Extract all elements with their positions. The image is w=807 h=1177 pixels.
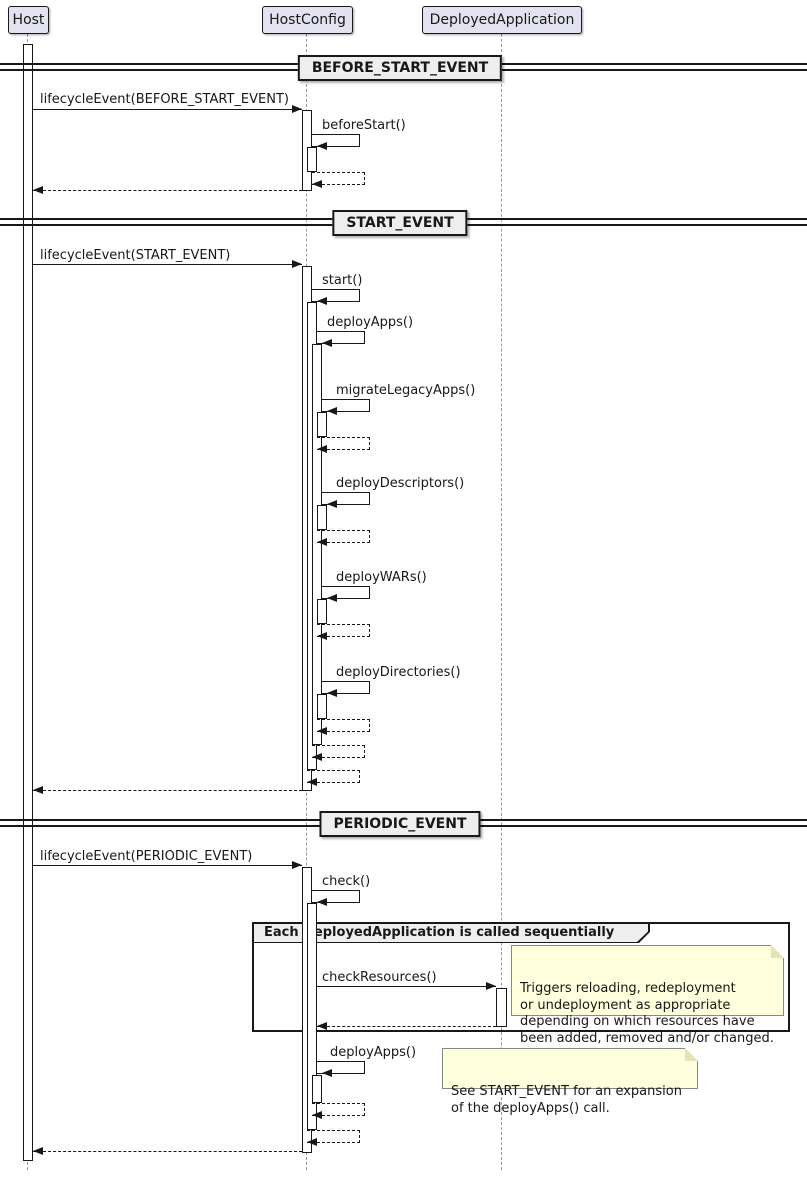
- arrowhead-left: [312, 753, 322, 761]
- message-label-beforestart: beforeStart(): [322, 118, 406, 133]
- note-text: See START_EVENT for an expansion of the …: [451, 1084, 682, 1116]
- activation-hostconfig-start-l4d: [317, 694, 327, 719]
- message-arrow-lifecycle-before-start: [33, 109, 302, 110]
- activation-hostconfig-start-l4c: [317, 599, 327, 624]
- activation-hostconfig-start-l4a: [317, 412, 327, 437]
- message-label-deploydescriptors: deployDescriptors(): [336, 476, 465, 491]
- self-call-check: [312, 890, 360, 903]
- return-arrow-to-host-start: [33, 790, 302, 791]
- arrowhead-left: [33, 1147, 43, 1155]
- arrowhead-left: [312, 180, 322, 188]
- self-call-start: [312, 289, 360, 302]
- arrowhead-left: [307, 1138, 317, 1146]
- message-label-deploywars: deployWARs(): [336, 570, 427, 585]
- message-label-start: start(): [322, 273, 363, 288]
- participant-deployedapplication-label: DeployedApplication: [429, 12, 575, 28]
- message-label-lifecycle-before-start: lifecycleEvent(BEFORE_START_EVENT): [40, 92, 289, 107]
- self-call-deployapps: [317, 331, 365, 344]
- self-return-beforestart: [312, 172, 365, 185]
- message-label-check: check(): [322, 874, 371, 889]
- self-call-migratelegacyapps: [322, 399, 370, 412]
- arrowhead-right: [292, 260, 302, 268]
- activation-hostconfig-periodic-l3: [312, 1075, 322, 1103]
- return-arrow-checkresources: [317, 1026, 496, 1027]
- arrowhead-left: [317, 1022, 327, 1030]
- message-label-lifecycle-start: lifecycleEvent(START_EVENT): [40, 248, 231, 263]
- arrowhead-left: [317, 727, 327, 735]
- self-call-deployapps-periodic: [317, 1061, 365, 1074]
- arrowhead-left: [327, 689, 337, 697]
- activation-hostconfig-start-l4b: [317, 505, 327, 530]
- message-label-checkresources: checkResources(): [322, 970, 437, 985]
- participant-hostconfig-label: HostConfig: [269, 12, 346, 28]
- return-arrow-to-host-periodic: [33, 1151, 302, 1152]
- arrowhead-left: [327, 594, 337, 602]
- participant-host-label: Host: [12, 12, 45, 28]
- arrowhead-left: [33, 786, 43, 794]
- activation-hostconfig-periodic-l2: [307, 903, 317, 1130]
- self-return-migratelegacyapps: [317, 437, 370, 450]
- arrowhead-left: [312, 1111, 322, 1119]
- divider-label-periodic-event: PERIODIC_EVENT: [319, 811, 481, 837]
- arrowhead-left: [317, 297, 327, 305]
- message-label-lifecycle-periodic: lifecycleEvent(PERIODIC_EVENT): [40, 849, 253, 864]
- note-fold-icon: [771, 945, 784, 958]
- activation-host: [23, 44, 33, 1161]
- participant-hostconfig: HostConfig: [262, 6, 353, 34]
- participant-host: Host: [8, 6, 49, 34]
- message-arrow-checkresources: [317, 986, 496, 987]
- note-see-start-event: See START_EVENT for an expansion of the …: [442, 1048, 698, 1116]
- group-header-label: Each DeployedApplication is called seque…: [264, 925, 615, 940]
- participant-deployedapplication: DeployedApplication: [422, 6, 582, 34]
- activation-deployedapplication: [496, 988, 507, 1027]
- arrowhead-left: [317, 632, 327, 640]
- self-return-deploydescriptors: [317, 530, 370, 543]
- note-text: Triggers reloading, redeployment or unde…: [520, 981, 774, 1046]
- self-return-deploydirectories: [317, 719, 370, 732]
- arrowhead-left: [317, 538, 327, 546]
- arrowhead-left: [327, 500, 337, 508]
- divider-label-start-event: START_EVENT: [332, 210, 468, 236]
- self-return-deployapps-periodic: [312, 1103, 365, 1116]
- lifeline-deployedapplication: [501, 34, 502, 1170]
- message-label-deployapps-periodic: deployApps(): [330, 1045, 417, 1060]
- self-return-check: [307, 1130, 360, 1143]
- arrowhead-left: [317, 898, 327, 906]
- arrowhead-left: [317, 142, 327, 150]
- arrowhead-right: [292, 105, 302, 113]
- arrowhead-left: [307, 778, 317, 786]
- message-arrow-lifecycle-periodic: [33, 865, 302, 866]
- self-return-deployapps: [312, 745, 365, 758]
- arrowhead-right: [292, 861, 302, 869]
- self-call-beforestart: [312, 134, 360, 147]
- self-call-deploywars: [322, 586, 370, 599]
- return-arrow-to-host-before: [33, 190, 302, 191]
- self-call-deploydescriptors: [322, 492, 370, 505]
- note-triggers-reloading: Triggers reloading, redeployment or unde…: [511, 945, 784, 1046]
- divider-label-before-start-event: BEFORE_START_EVENT: [297, 55, 503, 81]
- self-return-start: [307, 770, 360, 783]
- arrowhead-left: [317, 445, 327, 453]
- self-return-deploywars: [317, 624, 370, 637]
- message-label-deployapps: deployApps(): [327, 315, 414, 330]
- group-header: Each DeployedApplication is called seque…: [254, 924, 648, 942]
- self-call-deploydirectories: [322, 681, 370, 694]
- message-arrow-lifecycle-start: [33, 264, 302, 265]
- activation-hostconfig-before-l2: [307, 147, 317, 172]
- message-label-migratelegacyapps: migrateLegacyApps(): [336, 383, 476, 398]
- arrowhead-left: [327, 407, 337, 415]
- arrowhead-left: [322, 339, 332, 347]
- arrowhead-right: [486, 982, 496, 990]
- group-box-sequential: [252, 922, 790, 1032]
- message-label-deploydirectories: deployDirectories(): [336, 665, 461, 680]
- note-fold-icon: [685, 1048, 698, 1061]
- arrowhead-left: [322, 1069, 332, 1077]
- arrowhead-left: [33, 186, 43, 194]
